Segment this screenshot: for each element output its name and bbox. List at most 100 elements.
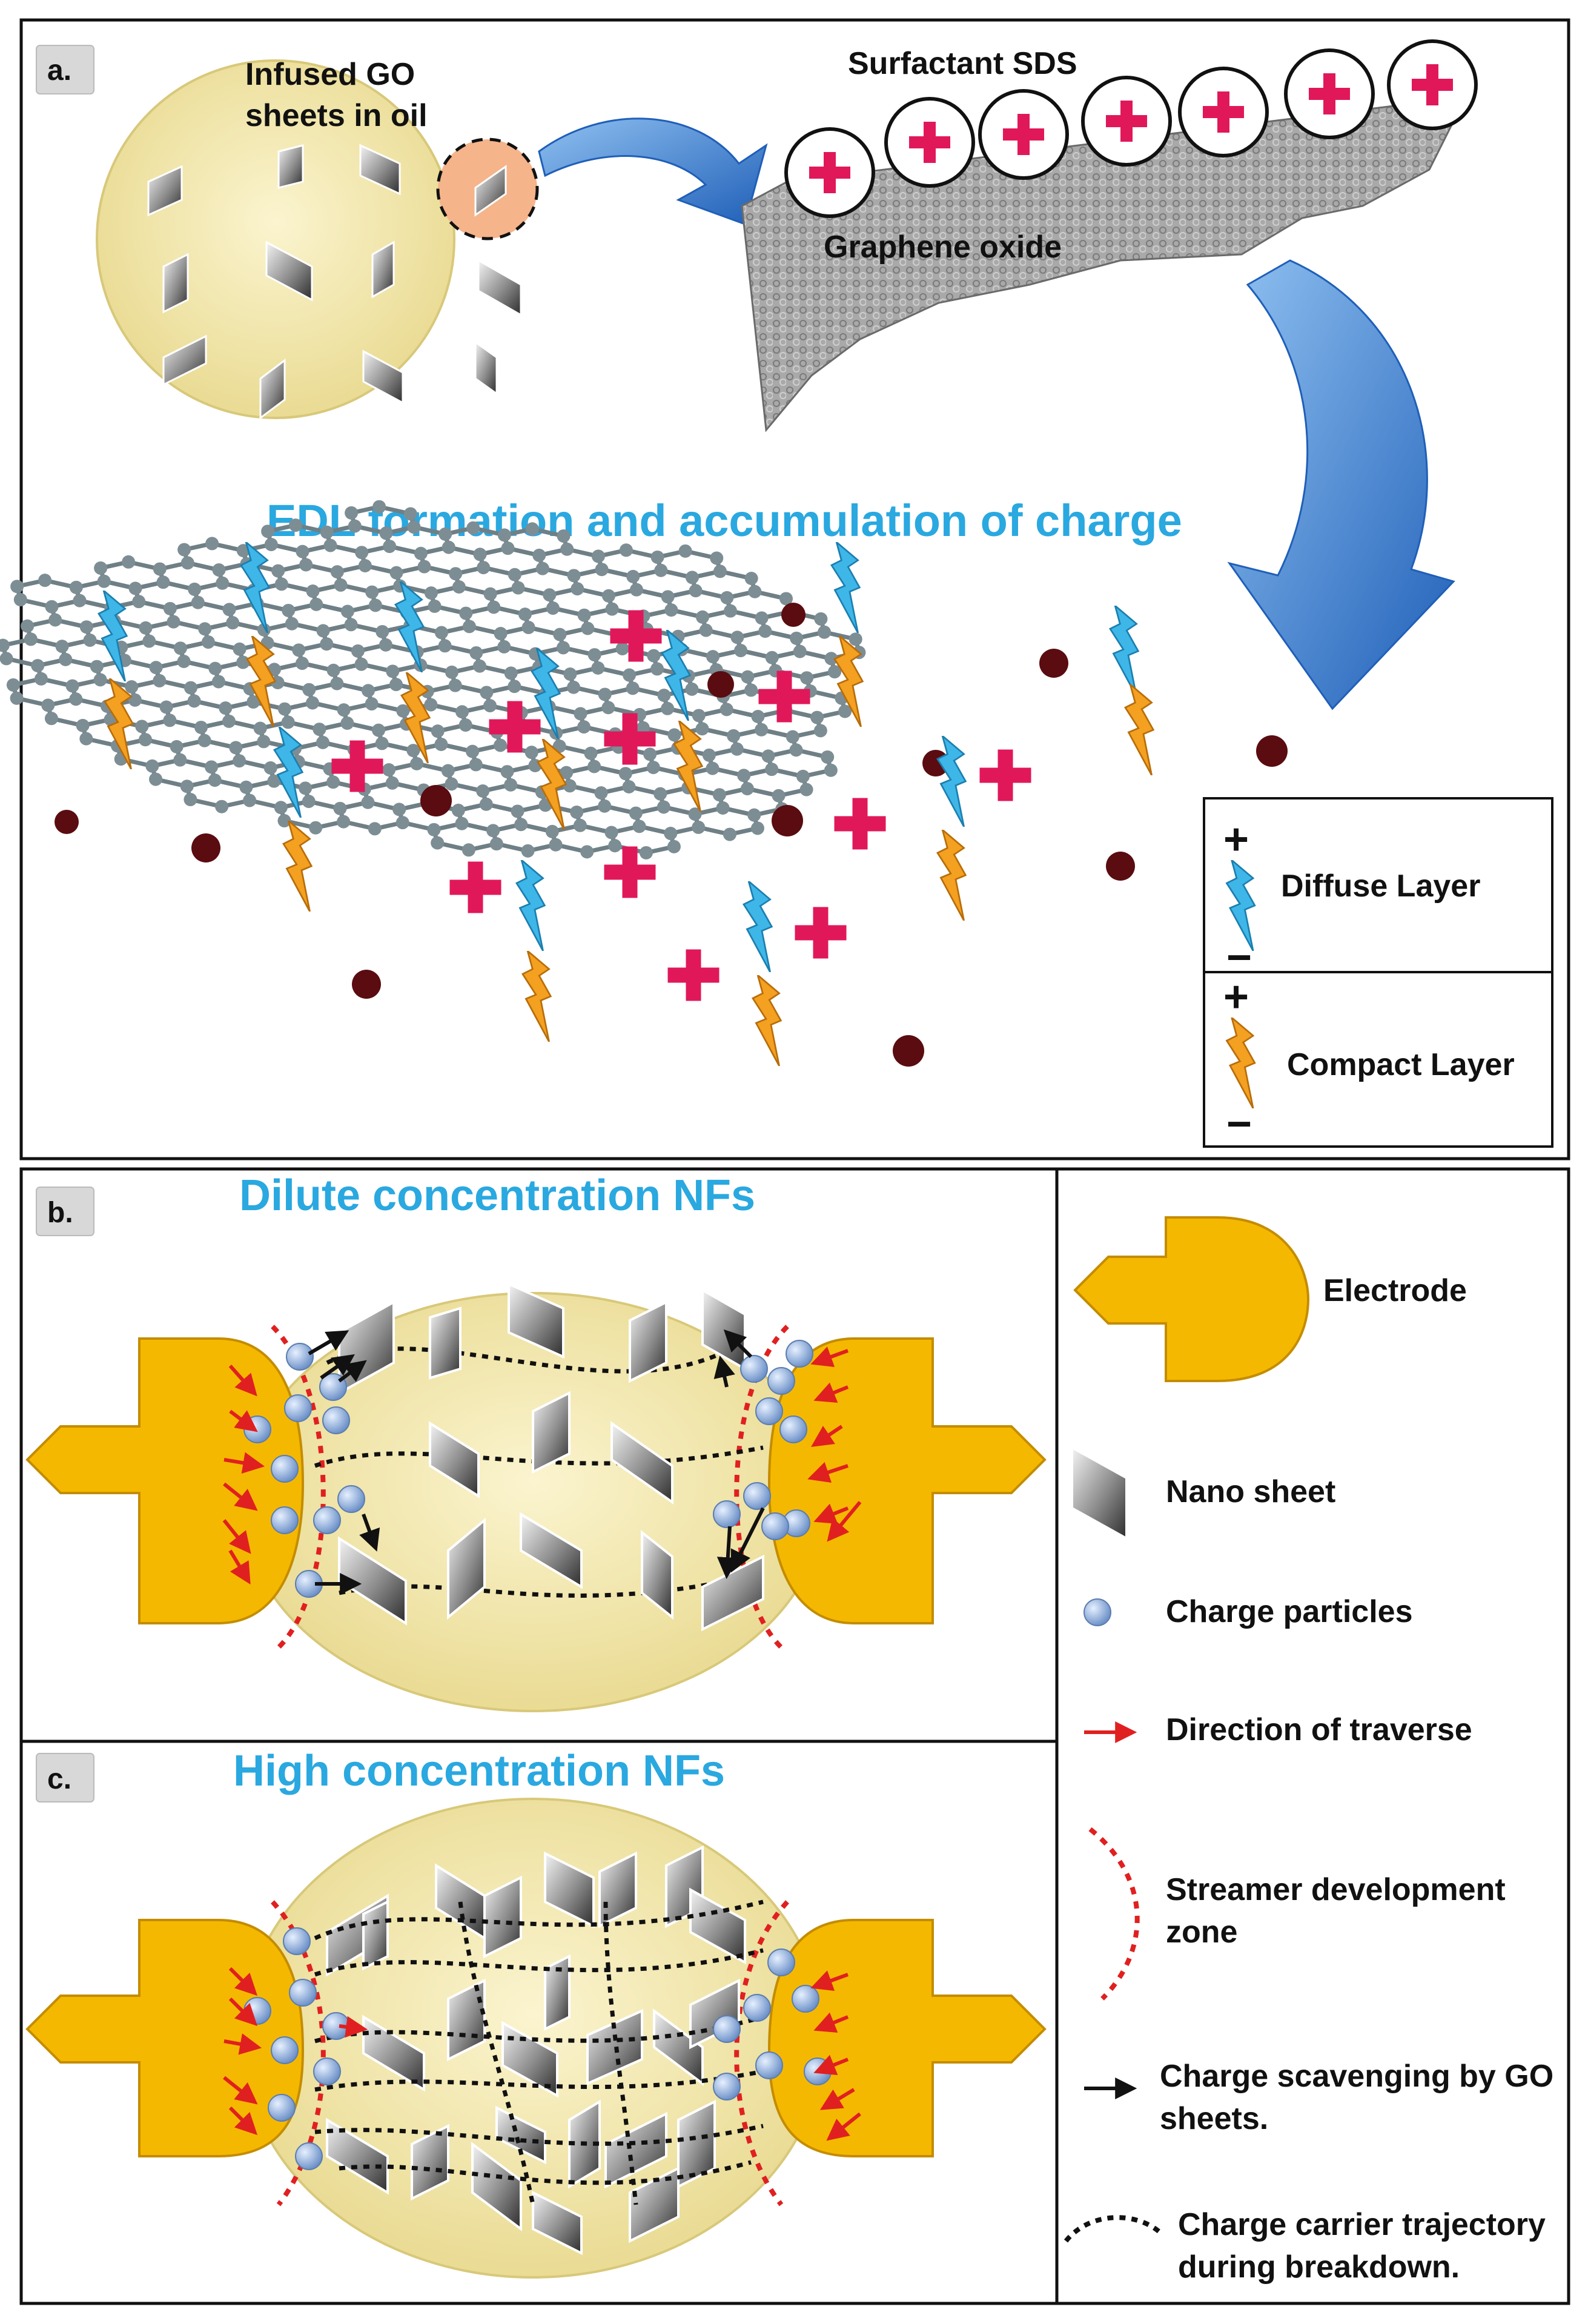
carbon-atom <box>358 558 372 572</box>
carbon-atom <box>226 616 240 630</box>
streamer-zone-right-c <box>734 1900 789 2206</box>
carbon-atom <box>598 799 612 813</box>
carbon-atom <box>497 528 511 542</box>
carbon-atom <box>800 671 814 685</box>
nano-sheet-icon <box>162 253 189 314</box>
carbon-atom <box>619 543 633 557</box>
carbon-atom <box>755 611 769 625</box>
nano-sheet-icon <box>162 334 207 386</box>
carbon-atom <box>392 803 406 816</box>
graphene-oxide-label: Graphene oxide <box>824 230 1062 265</box>
carbon-atom <box>591 549 605 563</box>
carbon-atom <box>257 735 271 749</box>
carbon-atom <box>545 824 559 838</box>
panel-a: a. Infused GO sheets in oil Surfactant S… <box>0 18 1570 1160</box>
carbon-atom <box>557 641 570 655</box>
carbon-atom <box>253 721 267 735</box>
bubble-label-line2: sheets in oil <box>245 98 428 133</box>
panel-c-tag-box <box>36 1753 94 1803</box>
carbon-atom <box>6 678 20 692</box>
carbon-atom <box>180 556 194 570</box>
legend-charge-particles: Charge particles <box>1166 1594 1413 1629</box>
carbon-atom <box>149 661 163 675</box>
carbon-atom <box>594 786 608 800</box>
carbon-atom <box>10 580 24 594</box>
carbon-atom <box>219 701 233 715</box>
carbon-atom <box>170 740 184 753</box>
carbon-atom <box>650 662 664 676</box>
carbon-atom <box>345 506 359 520</box>
nano-sheet-icon <box>629 1300 667 1383</box>
carbon-atom <box>337 703 351 717</box>
nano-sheet-icon <box>474 340 498 396</box>
carbon-atom <box>750 821 764 835</box>
legend-compact-plus: + <box>1223 973 1249 1021</box>
carbon-atom <box>793 644 807 658</box>
carbon-atom <box>532 548 546 562</box>
electrode-left-c <box>25 1919 305 2157</box>
nano-sheet-icon <box>277 144 304 189</box>
carbon-atom <box>13 593 27 607</box>
carbon-atom <box>45 600 59 614</box>
legend-scavenging-line1: Charge scavenging by GO <box>1160 2059 1553 2094</box>
carbon-atom <box>208 773 222 787</box>
carbon-atom <box>466 744 480 758</box>
carbon-atom <box>438 639 452 653</box>
nano-sheet-icon <box>429 1306 462 1380</box>
carbon-atom <box>159 700 173 714</box>
carbon-atom <box>741 670 755 684</box>
carbon-atom <box>810 710 824 724</box>
carbon-atom <box>712 788 726 802</box>
carbon-atom <box>587 648 601 662</box>
carbon-atom <box>316 735 330 749</box>
panel-a-tag: a. <box>47 55 71 87</box>
nano-sheet-icon <box>1071 1445 1128 1541</box>
carbon-atom <box>302 683 316 697</box>
carbon-atom <box>727 729 741 743</box>
carbon-atom <box>306 696 319 710</box>
carbon-atom <box>761 749 775 763</box>
panel-b-tag: b. <box>47 1197 73 1229</box>
carbon-atom <box>383 540 397 554</box>
carbon-atom <box>462 620 476 634</box>
carbon-atom <box>149 772 163 786</box>
carbon-atom <box>720 703 733 717</box>
carbon-atom <box>744 683 758 697</box>
carbon-atom <box>799 783 813 796</box>
carbon-atom <box>695 722 709 736</box>
carbon-atom <box>720 591 734 604</box>
carbon-atom <box>473 659 486 673</box>
carbon-atom <box>789 743 803 757</box>
carbon-atom <box>194 720 208 734</box>
carbon-atom <box>257 623 271 637</box>
carbon-atom <box>716 801 730 815</box>
carbon-atom <box>601 701 615 715</box>
nano-sheet-icon <box>338 1536 407 1626</box>
carbon-atom <box>622 780 636 793</box>
carbon-atom <box>79 620 93 634</box>
carbon-atom <box>83 633 97 647</box>
carbon-atom <box>543 588 557 602</box>
carbon-atom <box>525 522 539 536</box>
carbon-atom <box>744 571 758 585</box>
carbon-atom <box>573 818 587 832</box>
carbon-atom <box>344 618 358 632</box>
carbon-atom <box>486 824 500 838</box>
carbon-atom <box>233 642 246 656</box>
carbon-atom <box>282 603 296 617</box>
carbon-atom <box>208 661 222 675</box>
carbon-atom <box>299 781 313 795</box>
carbon-atom <box>647 649 661 663</box>
carbon-atom <box>521 844 535 858</box>
particles-c <box>243 1927 832 2170</box>
carbon-atom <box>93 673 107 687</box>
carbon-atom <box>197 733 211 747</box>
carbon-atom <box>438 527 452 541</box>
carbon-atom <box>661 590 675 604</box>
carbon-atom <box>706 761 720 775</box>
carbon-atom <box>591 661 605 675</box>
carbon-atom <box>302 795 316 809</box>
carbon-atom <box>274 577 288 591</box>
carbon-atom <box>229 741 243 755</box>
carbon-atom <box>313 723 326 737</box>
